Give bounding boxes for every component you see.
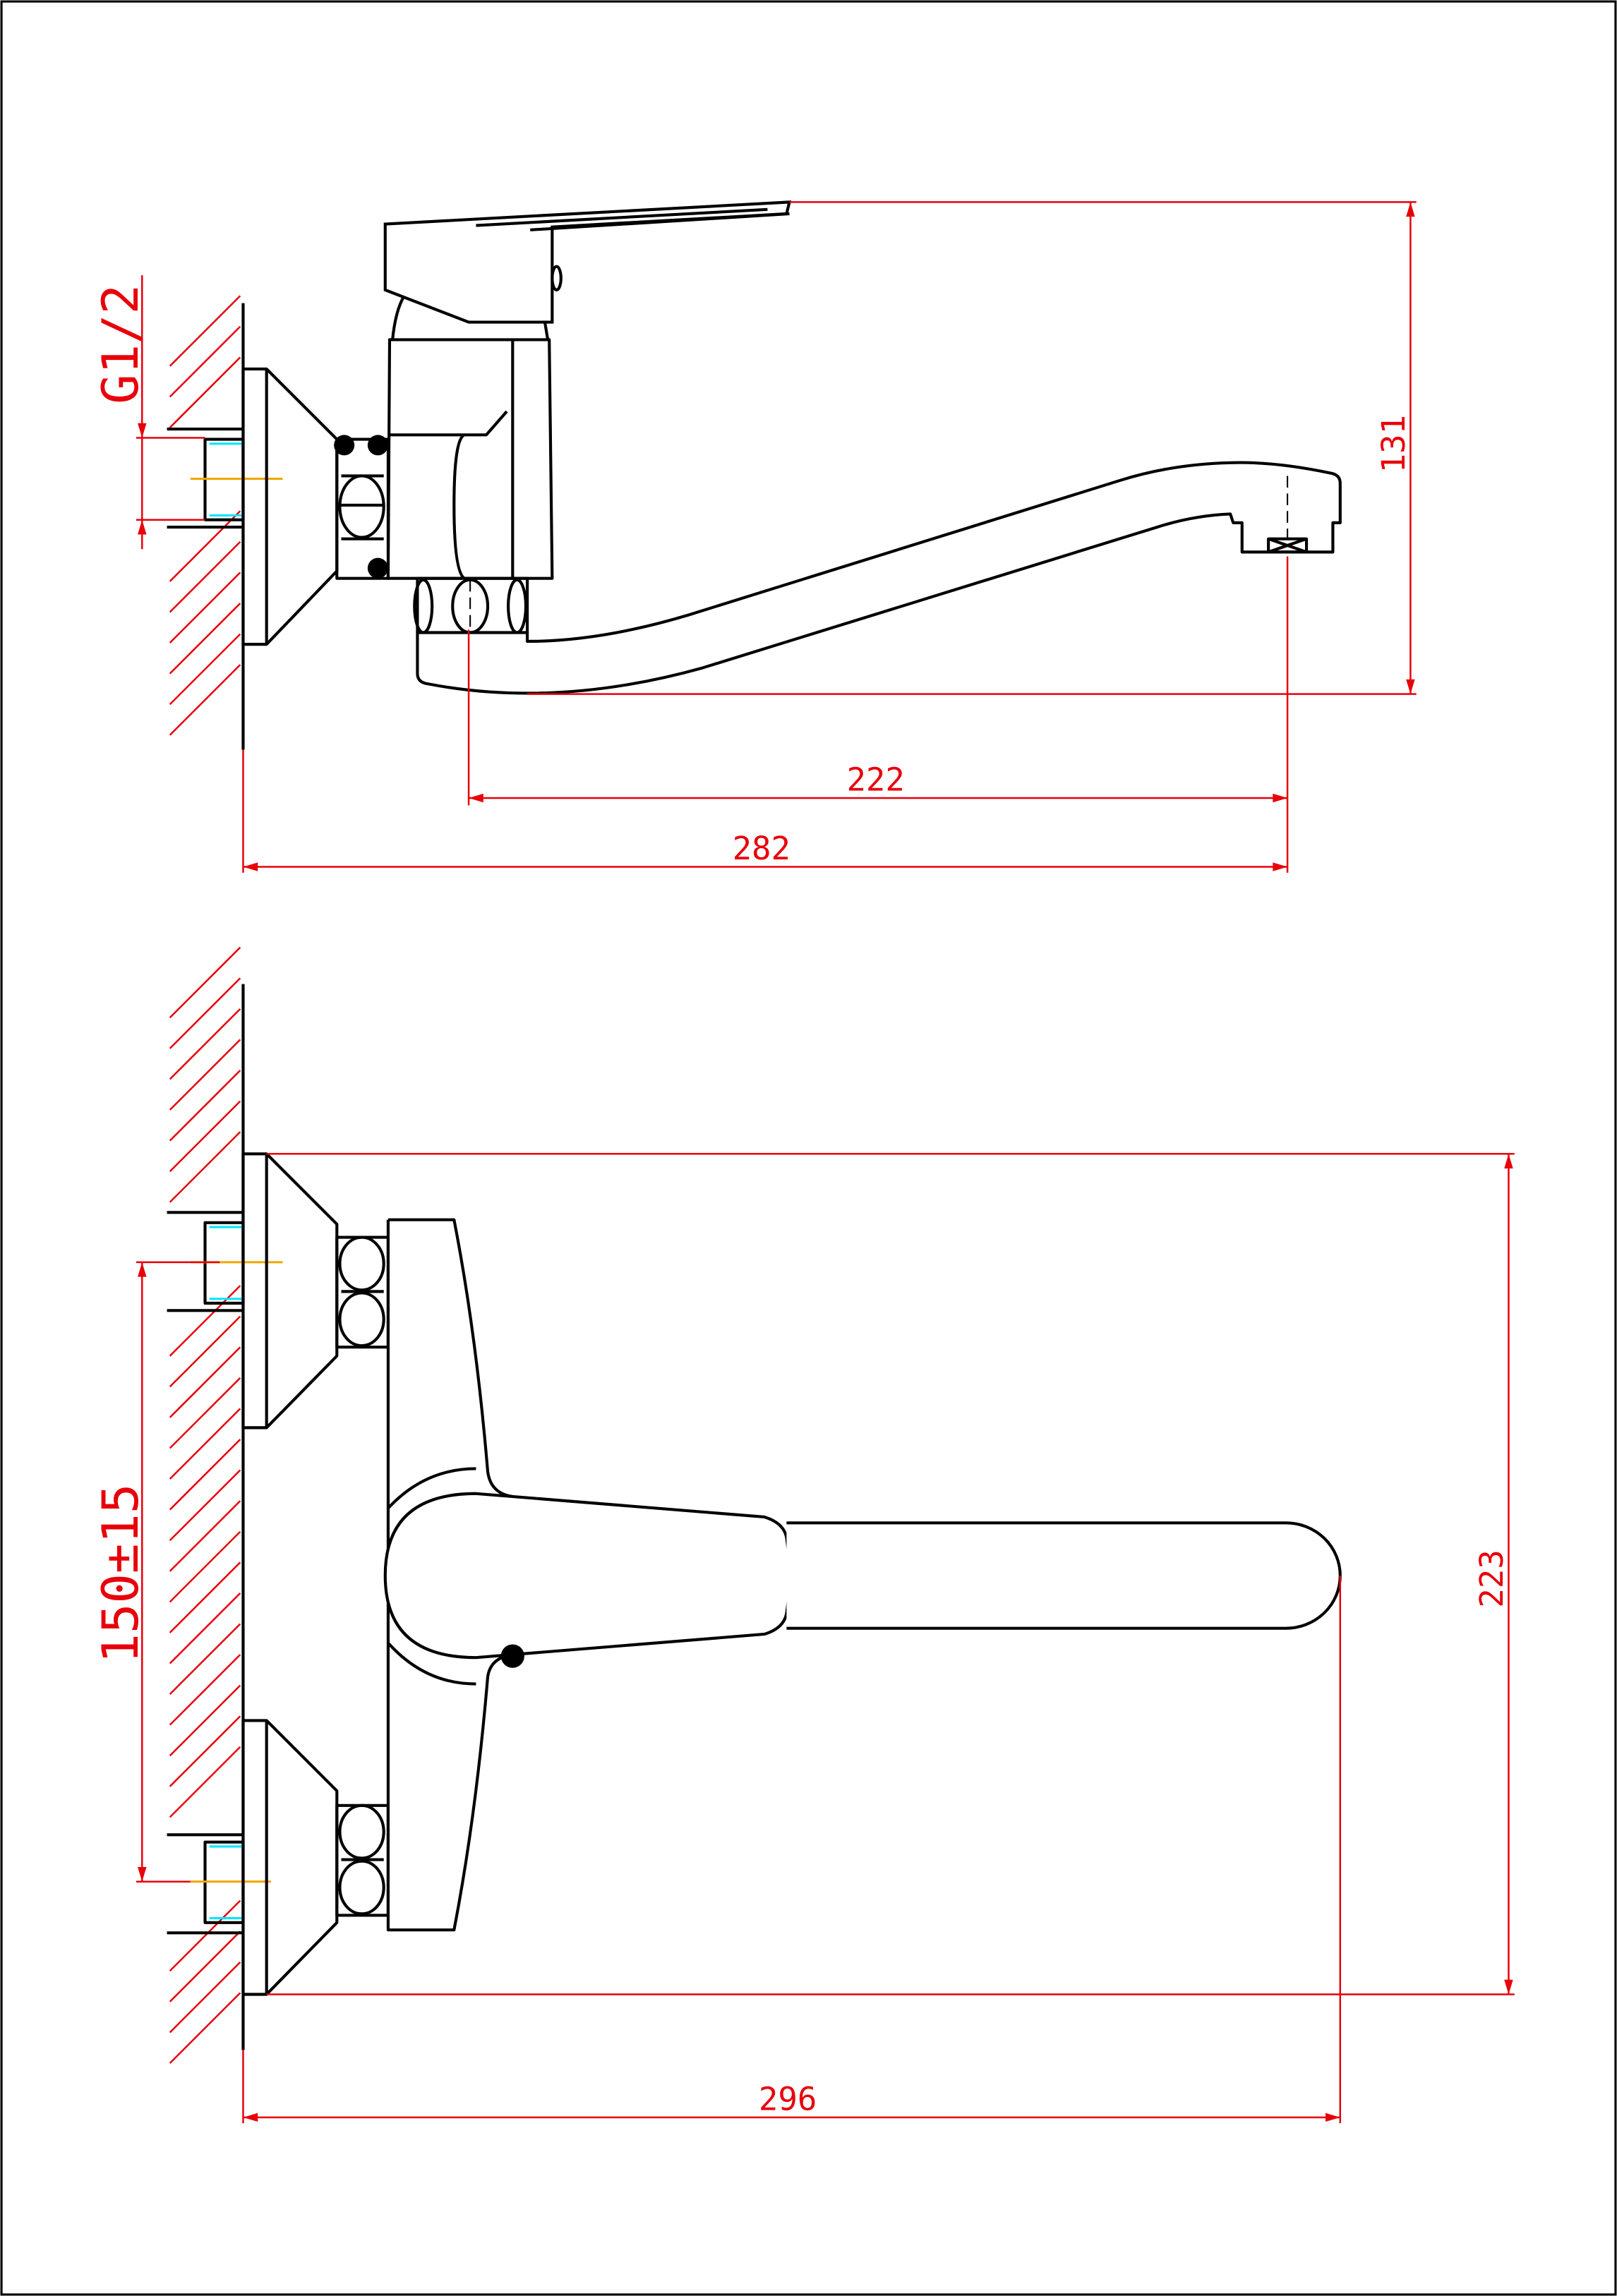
hatch-line (169, 1500, 241, 1572)
hatch-line (169, 1931, 241, 2002)
hatch-line (169, 977, 241, 1049)
dimension-296: 296 (242, 1575, 1342, 2124)
wall-flange (241, 367, 339, 646)
hatch-line (169, 633, 241, 706)
height-label: 131 (1375, 415, 1412, 473)
mixer-body (386, 338, 554, 580)
hatch-line (169, 1684, 241, 1757)
center-distance-label: 150±15 (92, 1484, 150, 1664)
dimension-g12: G1/2 (92, 275, 205, 550)
hatch-line (169, 1039, 241, 1111)
spout-top (786, 1521, 1342, 1630)
wall-flange-upper (241, 1152, 339, 1430)
hatch-line (169, 1654, 241, 1726)
hatch-line (169, 1131, 241, 1203)
hatch-line (169, 1377, 241, 1449)
wall-hatching (169, 295, 241, 2064)
hatch-line (169, 603, 241, 675)
hatch-line (169, 1623, 241, 1695)
hatch-line (169, 1561, 241, 1633)
hatch-line (169, 1899, 241, 1972)
total-reach-label: 282 (733, 830, 791, 867)
nut-upper (335, 1235, 390, 1349)
top-height-label: 223 (1473, 1549, 1510, 1607)
wall-flange-lower (241, 1719, 339, 1996)
hatch-line (169, 356, 241, 428)
hatch-line (169, 325, 241, 398)
lever-handle-top[interactable] (383, 1492, 791, 1660)
aerator (1267, 537, 1309, 554)
hatch-line (169, 1408, 241, 1480)
spout (416, 461, 1342, 695)
dimension-282: 282 (242, 749, 1288, 873)
hatch-line (169, 1439, 241, 1511)
hatch-line (169, 664, 241, 736)
hatch-line (169, 1592, 241, 1664)
hatch-line (169, 1100, 241, 1173)
hatch-line (169, 1992, 241, 2064)
hatch-line (169, 1285, 241, 1357)
hatch-line (169, 1746, 241, 1818)
top-reach-label: 296 (759, 2080, 817, 2117)
dimension-222: 222 (467, 556, 1289, 873)
top-view: 150±15 223 296 (92, 984, 1515, 2124)
hatch-line (169, 572, 241, 644)
hatch-line (169, 1008, 241, 1080)
hatch-line (169, 1715, 241, 1787)
mixer-body-plate (386, 1218, 513, 1932)
side-view: G1/2 131 222 282 (92, 200, 1417, 873)
thread-size-label: G1/2 (92, 284, 150, 404)
hatch-line (169, 1530, 241, 1603)
dimension-131: 131 (527, 201, 1417, 695)
hatch-line (169, 295, 241, 367)
hatch-line (169, 1315, 241, 1388)
spout-reach-label: 222 (846, 761, 904, 799)
hatch-line (169, 540, 241, 613)
hatch-line (169, 1961, 241, 2034)
hatch-line (169, 1346, 241, 1418)
hatch-line (169, 946, 241, 1019)
hatch-line (169, 1070, 241, 1142)
dimension-150: 150±15 (92, 1261, 220, 1883)
hatch-line (169, 510, 241, 582)
eccentric-nut (334, 435, 390, 580)
hatch-line (169, 1469, 241, 1542)
nut-lower (335, 1803, 390, 1917)
dimension-223: 223 (266, 1153, 1515, 1995)
